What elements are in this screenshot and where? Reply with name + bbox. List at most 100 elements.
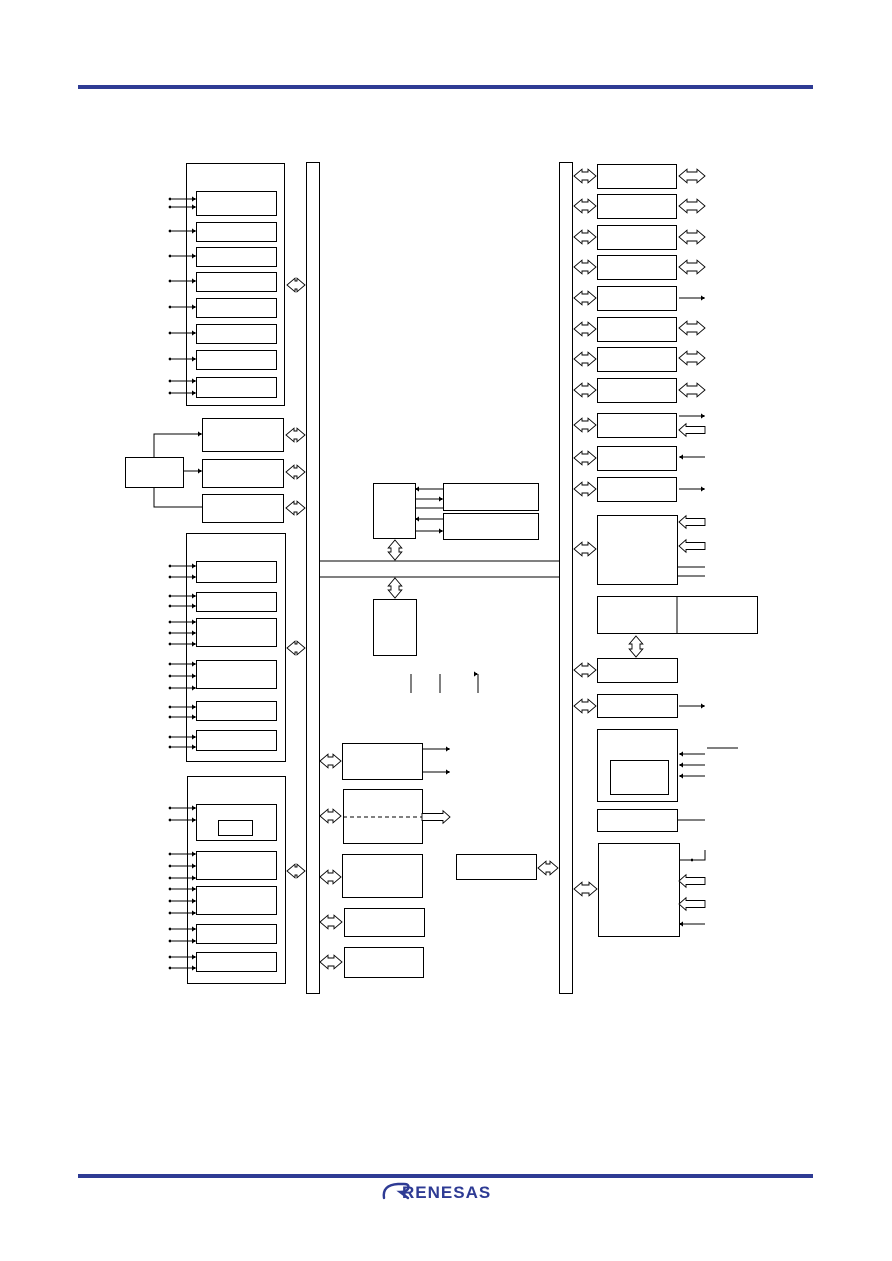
left-group-1-module-5 bbox=[196, 298, 277, 318]
right-large-module-2-inner bbox=[610, 760, 669, 795]
arrowhead bbox=[192, 619, 196, 625]
right-module-6-bus-arrow bbox=[573, 321, 597, 337]
center-lower-4-bus-arrow bbox=[319, 914, 343, 930]
center-module-a bbox=[443, 483, 539, 511]
arrowhead bbox=[192, 805, 196, 811]
arrowhead bbox=[192, 603, 196, 609]
pin-dot bbox=[690, 858, 694, 862]
right-split-arrow bbox=[628, 635, 644, 658]
left-group-1-module-7 bbox=[196, 350, 277, 370]
right-module-12 bbox=[597, 658, 678, 683]
right-large-module-3 bbox=[598, 843, 680, 937]
arrowhead bbox=[192, 938, 196, 944]
left-group-2-module-1 bbox=[196, 561, 277, 583]
arrowhead bbox=[192, 926, 196, 932]
center-right-module bbox=[456, 854, 537, 880]
header-rule bbox=[78, 85, 813, 89]
arrowhead bbox=[446, 746, 450, 752]
arrowhead bbox=[192, 817, 196, 823]
right-module-14 bbox=[597, 809, 678, 832]
right-io-arrow bbox=[678, 198, 706, 214]
arrowhead bbox=[192, 593, 196, 599]
center-lower-2-output-arrow bbox=[421, 809, 451, 825]
arrowhead bbox=[192, 304, 196, 310]
arrowhead bbox=[192, 734, 196, 740]
right-large-1-input-2 bbox=[678, 538, 706, 554]
center-memory-block bbox=[373, 599, 417, 656]
pin-dot bbox=[168, 735, 172, 739]
pin-dot bbox=[168, 876, 172, 880]
arrowhead bbox=[192, 278, 196, 284]
arrowhead bbox=[192, 714, 196, 720]
right-module-4-bus-arrow bbox=[573, 259, 597, 275]
pin-dot bbox=[168, 631, 172, 635]
center-lower-2-bus-arrow bbox=[319, 808, 342, 824]
right-io-arrow bbox=[678, 168, 706, 184]
arrowhead bbox=[192, 910, 196, 916]
pin-dot bbox=[168, 887, 172, 891]
center-lower-1-bus-arrow bbox=[319, 753, 342, 769]
arrowhead bbox=[192, 378, 196, 384]
right-module-3-bus-arrow bbox=[573, 229, 597, 245]
right-module-3 bbox=[597, 225, 677, 250]
pin-dot bbox=[168, 642, 172, 646]
center-lower-bus-arrow bbox=[387, 577, 403, 599]
pin-dot bbox=[168, 391, 172, 395]
arrowhead bbox=[192, 898, 196, 904]
arrowhead bbox=[679, 454, 683, 460]
left-group-1-module-8 bbox=[196, 377, 277, 398]
right-module-1-bus-arrow bbox=[573, 168, 597, 184]
right-module-13-bus-arrow bbox=[573, 698, 597, 714]
right-module-11 bbox=[597, 477, 677, 502]
pin-dot bbox=[168, 229, 172, 233]
left-group-2-bus-arrow bbox=[286, 640, 306, 656]
right-module-8-bus-arrow bbox=[573, 382, 597, 398]
right-large-3-line bbox=[679, 850, 706, 861]
right-large-3-input-1 bbox=[678, 873, 706, 889]
left-group-1-module-6 bbox=[196, 324, 277, 344]
arrowhead bbox=[679, 751, 683, 757]
arrowhead bbox=[701, 703, 705, 709]
left-group-3-module-3 bbox=[196, 886, 277, 915]
arrowhead bbox=[192, 563, 196, 569]
arrowhead bbox=[198, 431, 202, 437]
left-group-3-module-2 bbox=[196, 851, 277, 880]
right-module-8 bbox=[597, 378, 677, 403]
arrowhead bbox=[701, 295, 705, 301]
clock-line-3 bbox=[153, 487, 202, 508]
pin-dot bbox=[168, 357, 172, 361]
arrowhead bbox=[439, 496, 443, 502]
arrowhead bbox=[679, 762, 683, 768]
right-large-module-1 bbox=[597, 515, 678, 585]
left-group-2-module-6 bbox=[196, 730, 277, 751]
left-group-3-bus-arrow bbox=[286, 863, 306, 879]
pin-dot bbox=[168, 674, 172, 678]
center-lower-module-3 bbox=[342, 854, 423, 898]
pin-dot bbox=[168, 331, 172, 335]
pin-dot bbox=[168, 864, 172, 868]
right-large-1-input-1 bbox=[678, 514, 706, 530]
left-group-1-module-3 bbox=[196, 247, 277, 267]
pin-dot bbox=[168, 305, 172, 309]
right-module-6 bbox=[597, 317, 677, 342]
arrowhead bbox=[192, 390, 196, 396]
left-group-3-module-5 bbox=[196, 952, 277, 972]
pin-dot bbox=[168, 279, 172, 283]
right-io-arrow bbox=[678, 229, 706, 245]
internal-bus-right bbox=[559, 162, 573, 994]
clock-module-3 bbox=[202, 494, 284, 523]
left-group-2-module-3 bbox=[196, 618, 277, 647]
right-module-11-bus-arrow bbox=[573, 481, 597, 497]
pin-dot bbox=[168, 927, 172, 931]
left-group-2-module-4 bbox=[196, 660, 277, 689]
renesas-logo: RENESAS bbox=[380, 1179, 512, 1203]
arrowhead bbox=[679, 921, 683, 927]
center-lower-module-2 bbox=[343, 789, 423, 844]
right-io-arrow bbox=[678, 350, 706, 366]
center-lower-module-4 bbox=[344, 908, 425, 937]
right-module-10 bbox=[597, 446, 677, 471]
arrowhead bbox=[192, 253, 196, 259]
arrowhead bbox=[192, 204, 196, 210]
right-module-5-bus-arrow bbox=[573, 290, 597, 306]
clock-module-1 bbox=[202, 418, 284, 452]
